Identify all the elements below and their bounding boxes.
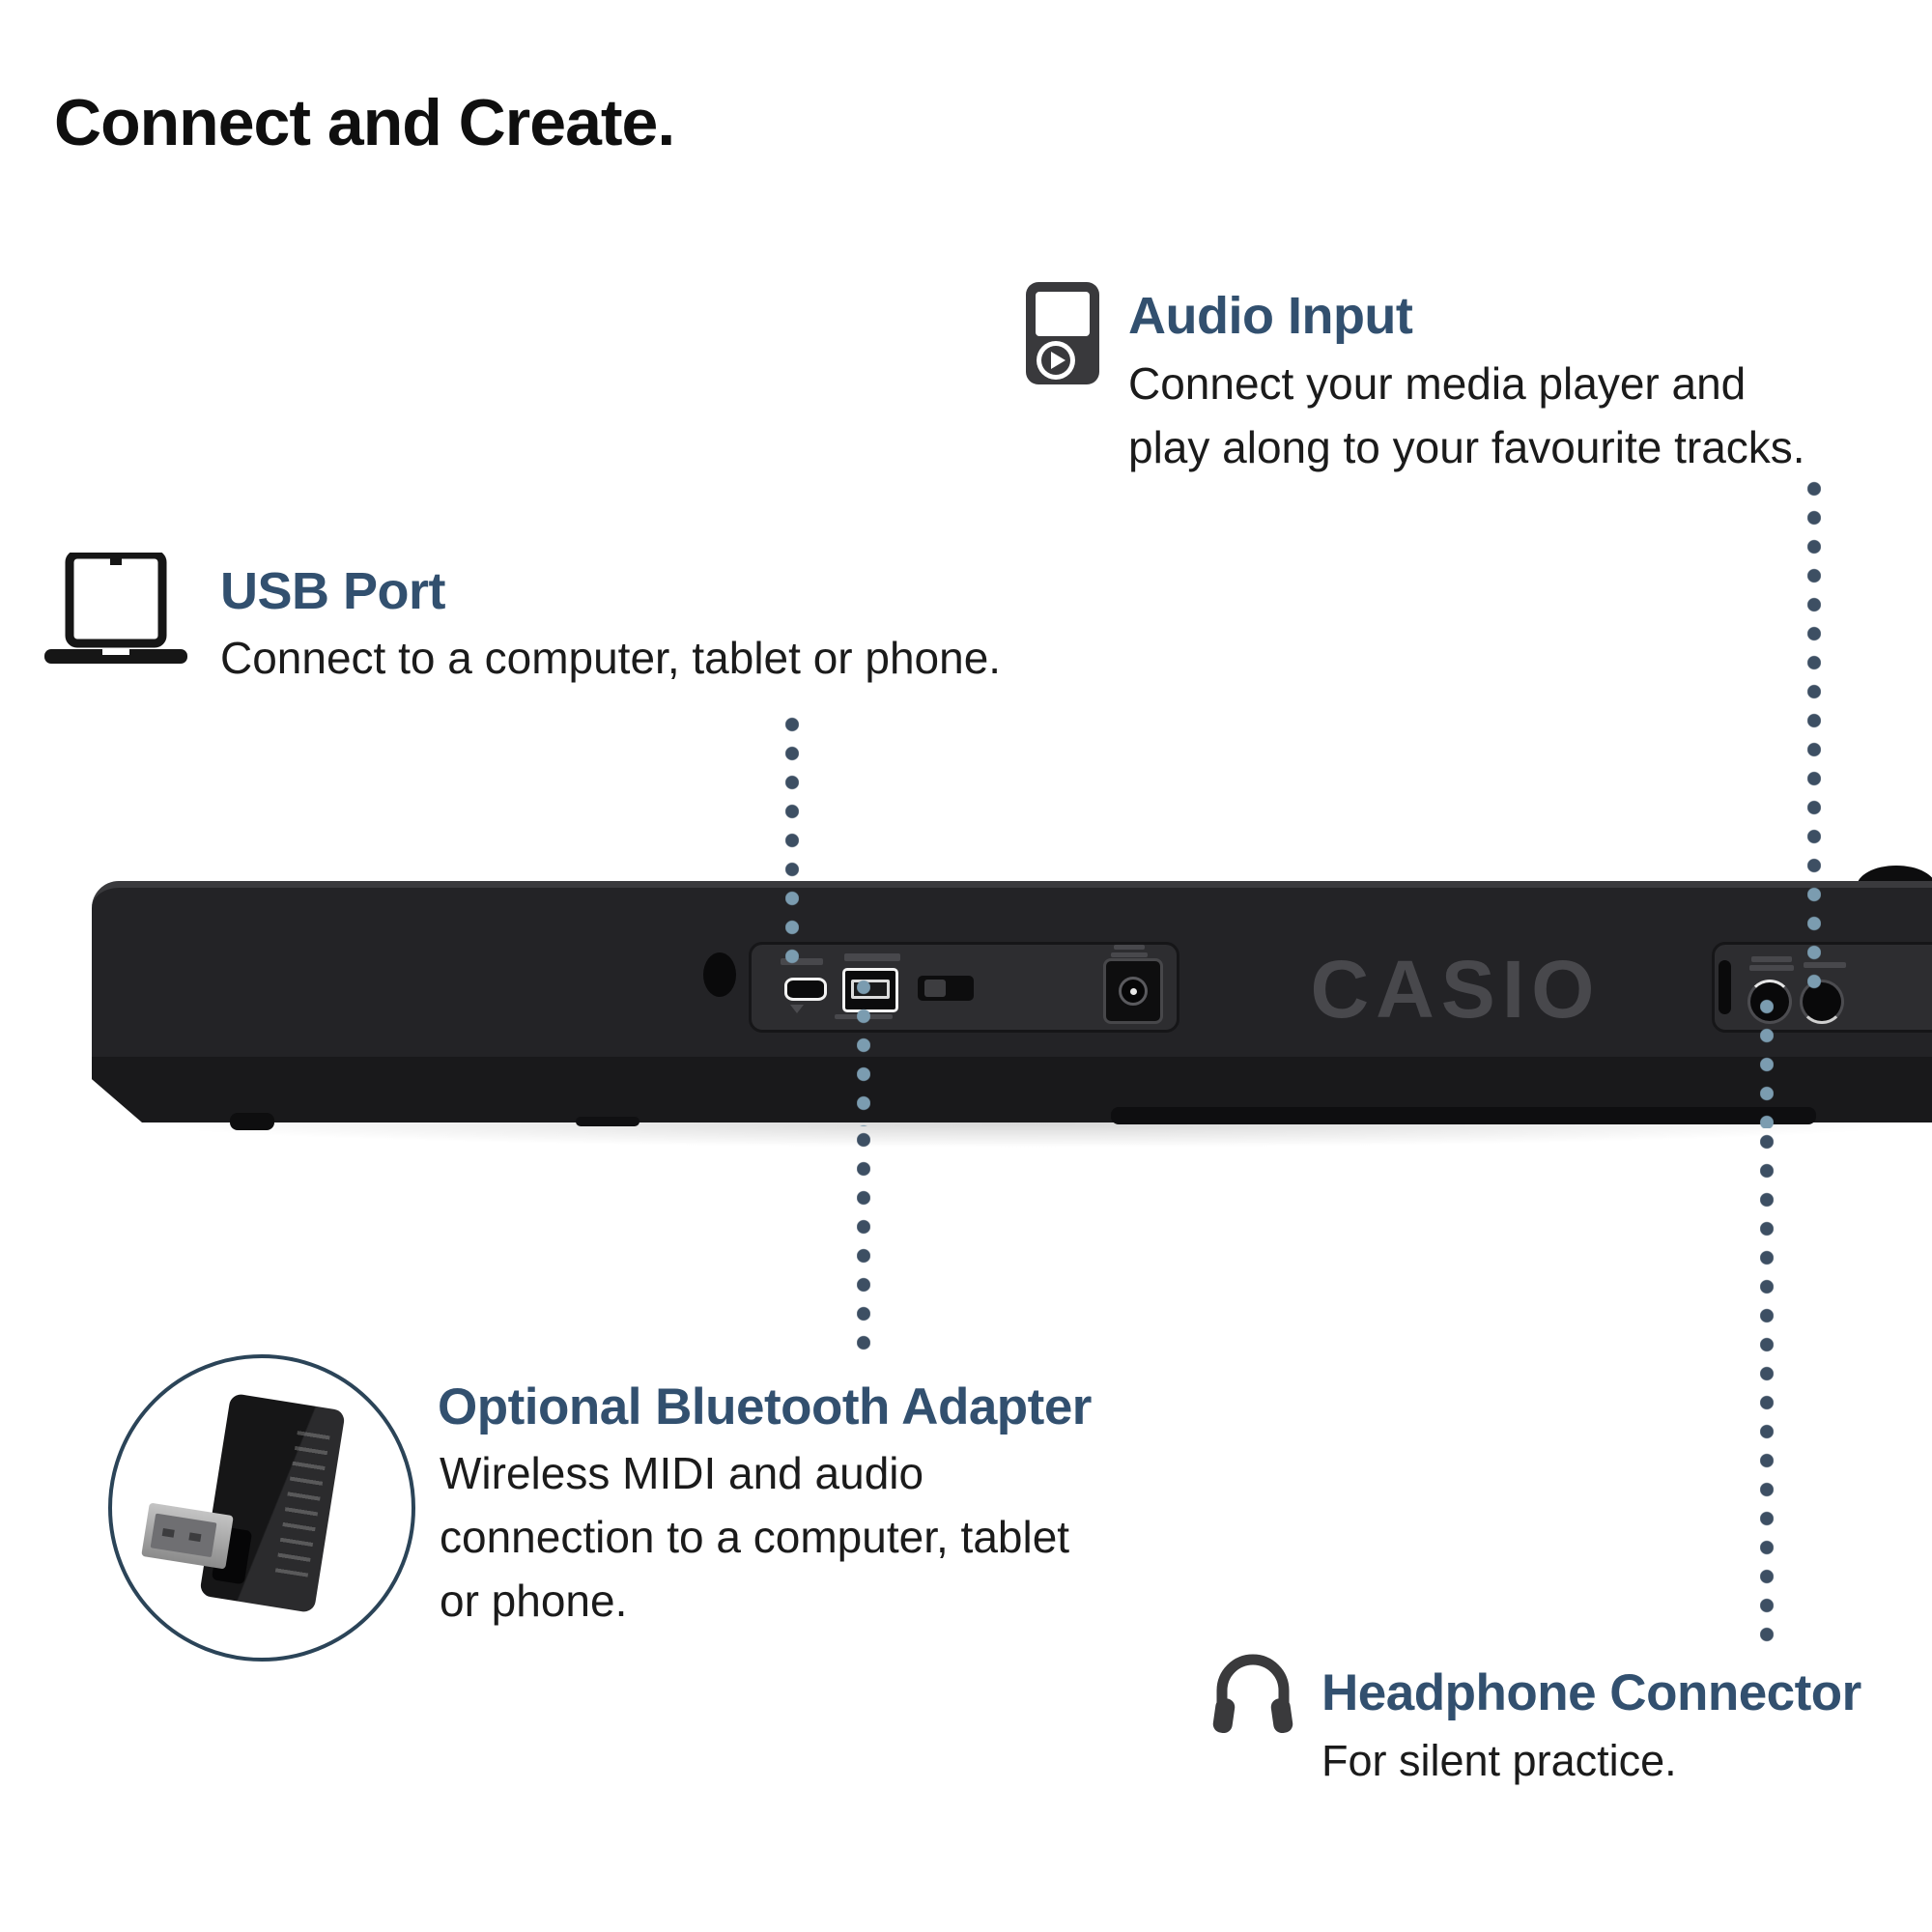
rear-connector-panel-right (1712, 942, 1932, 1033)
bluetooth-adapter-description: Wireless MIDI and audio connection to a … (440, 1448, 1070, 1626)
port-label-smudge (844, 953, 900, 961)
port-label-smudge (1749, 965, 1794, 971)
headphone-connector-description: For silent practice. (1321, 1736, 1677, 1785)
audio-in-jack (1800, 980, 1844, 1024)
usb-plug-hole (161, 1527, 175, 1538)
keyboard-shadow (126, 1122, 1932, 1148)
port-label-smudge (1114, 945, 1145, 950)
micro-usb-marking (790, 1005, 804, 1013)
dc-jack-pin (1130, 988, 1137, 995)
port-label-smudge (781, 958, 823, 965)
audio-leader-line-on-panel (1807, 887, 1821, 999)
brand-logo: CASIO (1310, 944, 1602, 1035)
keyboard-foot (230, 1113, 274, 1130)
audio-input-heading: Audio Input (1128, 287, 1413, 345)
bluetooth-leader-line (857, 1132, 870, 1362)
bluetooth-adapter-heading: Optional Bluetooth Adapter (438, 1378, 1092, 1435)
headphones-icon (1212, 1648, 1293, 1741)
port-label-smudge (1111, 952, 1148, 957)
laptop-icon (44, 550, 187, 667)
panel-slot (1719, 960, 1731, 1014)
bluetooth-leader-line-on-panel (857, 980, 870, 1126)
dc-jack-ring (1119, 977, 1148, 1006)
headphone-leader-line-on-panel (1760, 999, 1774, 1128)
bluetooth-adapter-inset-circle (108, 1354, 415, 1662)
rear-connector-panel-left (749, 942, 1179, 1033)
pedal-jack-hole (703, 952, 736, 997)
power-slide-switch (918, 976, 974, 1001)
usb-leader-line (785, 717, 799, 891)
dc-power-jack (1103, 958, 1163, 1024)
usb-plug-inner (150, 1513, 217, 1558)
port-label-smudge (1804, 962, 1846, 968)
micro-usb-port (784, 978, 827, 1001)
headphone-connector-heading: Headphone Connector (1321, 1664, 1861, 1721)
usb-port-heading: USB Port (220, 562, 446, 620)
usb-plug-hole (188, 1532, 202, 1543)
slide-switch-knob (924, 980, 946, 997)
page-title: Connect and Create. (54, 86, 675, 159)
keyboard-foot (576, 1117, 639, 1126)
usb-port-description: Connect to a computer, tablet or phone. (220, 633, 1002, 683)
audio-leader-line (1807, 481, 1821, 885)
media-player-icon (1026, 282, 1099, 384)
bluetooth-adapter-markings (274, 1429, 330, 1577)
bluetooth-adapter-body (199, 1392, 346, 1614)
port-label-smudge (1751, 956, 1792, 962)
keyboard-underside-groove (1111, 1107, 1816, 1124)
headphone-leader-line (1760, 1134, 1774, 1648)
usb-leader-line-on-panel (785, 891, 799, 976)
audio-input-description: Connect your media player and play along… (1128, 358, 1805, 472)
usb-a-port (842, 968, 898, 1012)
